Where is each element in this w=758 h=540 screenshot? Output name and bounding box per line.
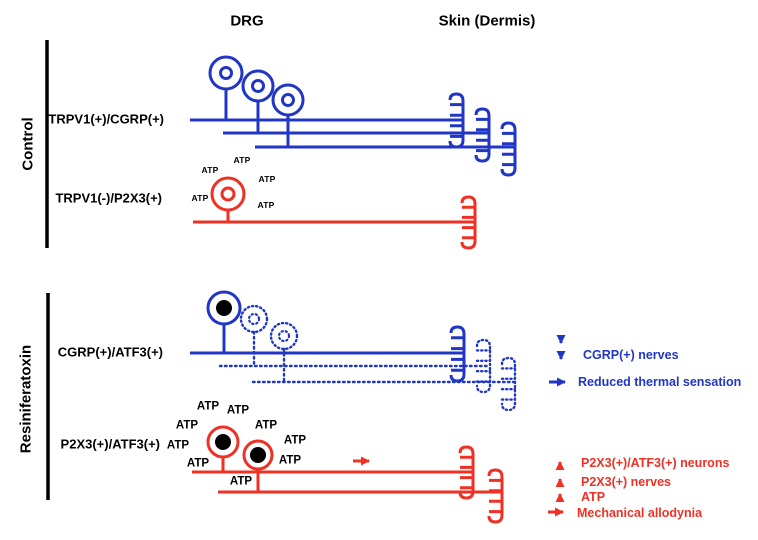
degenerating-skin-nerve-ending [500, 356, 517, 412]
atp-label: ATP [196, 400, 220, 413]
atp-label: ATP [175, 419, 199, 432]
atp-label: ATP [254, 419, 278, 432]
degenerating-skin-nerve-ending [475, 338, 492, 394]
annotation-arrows [548, 335, 566, 517]
atf3-nucleus-filled [215, 434, 231, 450]
neuron-soma-atf3 [206, 290, 242, 326]
atf3-nucleus-filled [250, 447, 266, 463]
neuron-soma [210, 176, 246, 212]
atp-label: ATP [278, 454, 302, 467]
skin-nerve-ending [449, 325, 466, 383]
control-p2x3-neuron [193, 176, 477, 250]
skin-nerve-ending [460, 195, 477, 250]
degenerating-neuron-nucleus [247, 312, 261, 326]
atp-label: ATP [257, 199, 275, 210]
neuron-nucleus [281, 93, 295, 107]
row-label-trpv1-cgrp: TRPV1(+)/CGRP(+) [48, 111, 164, 127]
annotation-atp-increase: ATP [581, 489, 606, 504]
degenerating-neuron-nucleus [277, 329, 291, 343]
row-label-p2x3-atf3: P2X3(+)/ATF3(+) [60, 436, 160, 452]
atp-label: ATP [201, 164, 219, 175]
atp-label: ATP [186, 457, 210, 470]
neuron-soma-atf3 [242, 439, 274, 471]
skin-nerve-ending [487, 468, 504, 524]
neuron-nucleus [220, 186, 236, 202]
resiniferatoxin-group-label: Resiniferatoxin [17, 344, 35, 454]
skin-nerve-ending [500, 121, 517, 177]
annotation-reduced-thermal: Reduced thermal sensation [578, 374, 742, 389]
atp-label: ATP [191, 192, 209, 203]
atp-label: ATP [233, 154, 251, 165]
degenerating-neuron-soma [239, 304, 269, 334]
skin-nerve-ending [474, 107, 491, 163]
atp-label: ATP [226, 404, 250, 417]
degenerating-neuron-soma [269, 321, 299, 351]
annotation-p2x3-atf3-neurons: P2X3(+)/ATF3(+) neurons [581, 455, 730, 470]
skin-nerve-ending [448, 92, 465, 149]
rtx-cgrp-neurons [190, 290, 517, 412]
column-header-drg: DRG [230, 12, 264, 30]
atp-label: ATP [283, 434, 307, 447]
atp-label: ATP [229, 475, 253, 488]
neuron-soma-atf3 [206, 425, 240, 459]
column-header-skin: Skin (Dermis) [438, 12, 536, 30]
neuron-soma [208, 55, 244, 91]
atp-label: ATP [258, 173, 276, 184]
skin-nerve-ending [458, 445, 475, 500]
annotation-mechanical-allodynia: Mechanical allodynia [577, 505, 703, 520]
atp-label: ATP [166, 439, 190, 452]
neuron-nucleus [251, 79, 265, 93]
row-label-trpv1-p2x3: TRPV1(-)/P2X3(+) [55, 190, 162, 206]
annotation-cgrp-nerves: CGRP(+) nerves [583, 347, 679, 362]
neuron-nucleus [219, 66, 233, 80]
control-cgrp-neurons [190, 55, 517, 177]
rtx-p2x3-neurons [192, 425, 504, 524]
neuron-soma [271, 83, 305, 117]
neuron-soma [241, 69, 275, 103]
atf3-nucleus-filled [216, 300, 232, 316]
control-group-label: Control [19, 117, 37, 171]
row-label-cgrp-atf3: CGRP(+)/ATF3(+) [57, 344, 163, 360]
annotation-p2x3-nerves: P2X3(+) nerves [581, 474, 671, 489]
